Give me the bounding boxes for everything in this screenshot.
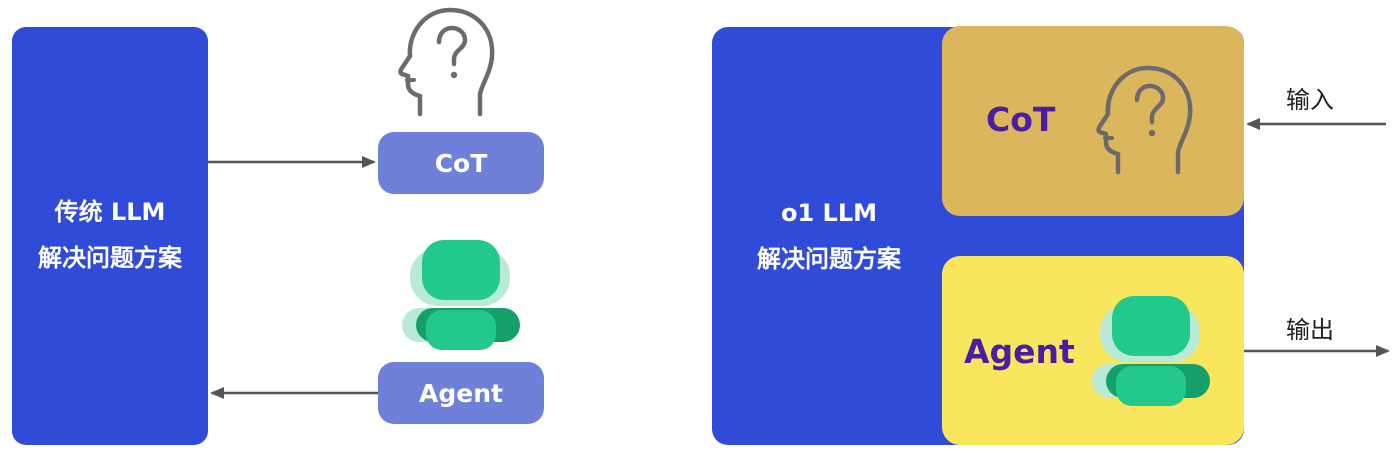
agent-panel: Agent [942,256,1244,445]
traditional-llm-title: 传统 LLM [54,198,166,226]
agent-panel-label: Agent [964,332,1075,371]
cot-panel-label: CoT [986,100,1056,139]
robot-agent-icon [402,240,520,350]
o1-llm-title: o1 LLM [780,199,877,227]
output-label: 输出 [1286,316,1334,344]
head-question-icon [1096,65,1193,175]
cot-pill-label: CoT [434,148,488,178]
traditional-llm-subtitle: 解决问题方案 [38,244,182,272]
agent-pill: Agent [378,362,544,424]
cot-panel: CoT [942,26,1244,216]
traditional-llm-box: 传统 LLM 解决问题方案 [12,27,208,445]
robot-agent-icon [1092,296,1210,406]
input-label: 输入 [1286,86,1334,114]
head-question-icon [398,7,495,117]
o1-llm-subtitle: 解决问题方案 [757,245,901,273]
agent-pill-label: Agent [419,378,503,408]
cot-pill: CoT [378,132,544,194]
